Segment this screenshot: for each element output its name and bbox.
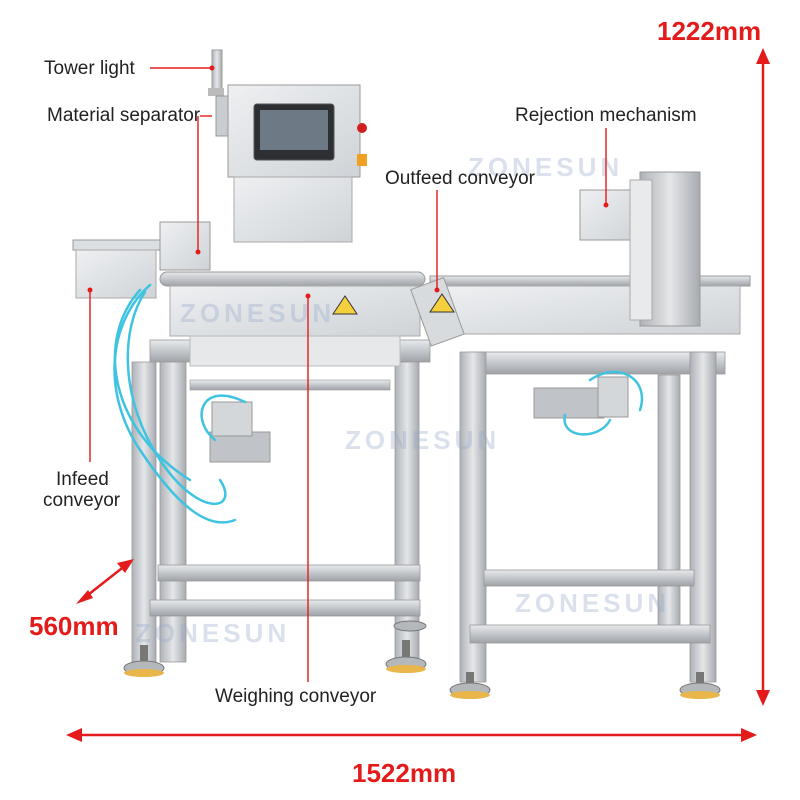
- label-outfeed-conveyor: Outfeed conveyor: [385, 168, 535, 189]
- width-arrow: [66, 728, 757, 742]
- height-arrow: [756, 48, 770, 706]
- label-weighing-conveyor: Weighing conveyor: [215, 686, 377, 707]
- rejection-frame: [449, 351, 726, 699]
- control-cabinet: [208, 49, 367, 243]
- watermark: ZONESUN: [515, 588, 671, 618]
- weighing-frame: [123, 339, 431, 677]
- label-infeed-line2: conveyor: [43, 490, 121, 511]
- dimension-width: 1522mm: [352, 758, 457, 788]
- depth-arrow: [76, 559, 134, 604]
- watermark: ZONESUN: [345, 425, 501, 455]
- conveyors: [72, 171, 751, 463]
- label-rejection-mechanism: Rejection mechanism: [515, 105, 697, 126]
- dimension-depth: 560mm: [29, 611, 119, 641]
- dimension-height: 1222mm: [657, 16, 762, 46]
- watermark: ZONESUN: [180, 298, 336, 328]
- air-hoses: [113, 283, 644, 524]
- label-tower-light: Tower light: [44, 58, 135, 79]
- label-material-separator: Material separator: [47, 105, 201, 126]
- watermark: ZONESUN: [135, 618, 291, 648]
- watermark: ZONESUN: [468, 152, 624, 182]
- label-infeed-line1: Infeed: [56, 469, 109, 490]
